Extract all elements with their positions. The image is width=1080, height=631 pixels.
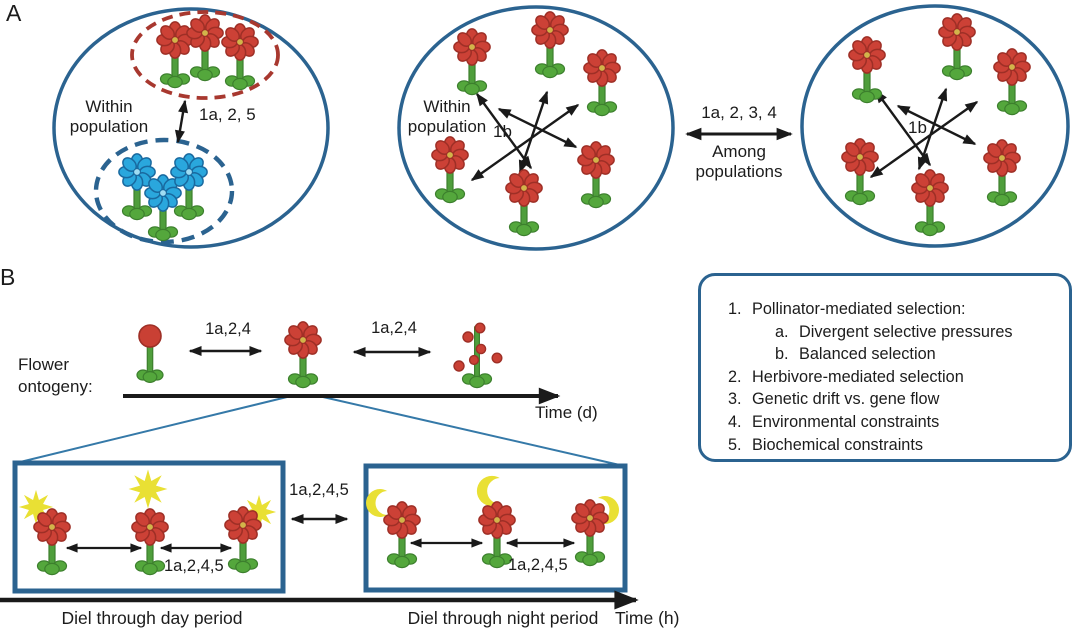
red-flower-icon [584, 50, 620, 116]
night-period-caption: Diel through night period [407, 608, 599, 628]
legend-item-text: Divergent selective pressures [799, 322, 1013, 341]
legend-item: 4. Environmental constraints [728, 411, 1063, 434]
red-flower-icon [842, 139, 878, 205]
time-hours-label: Time (h) [615, 608, 680, 628]
red-flower-icon [578, 142, 614, 208]
selection-code-label: 1b [908, 118, 927, 137]
red-flower-icon [849, 37, 885, 103]
flower-bud-icon [136, 324, 164, 384]
red-flower-icon [506, 170, 542, 236]
legend-item-number: b. [775, 345, 789, 364]
legend-item-text: Biochemical constraints [752, 435, 924, 454]
legend-item-text: Balanced selection [799, 345, 936, 364]
legend-item: 2. Herbivore-mediated selection [728, 366, 1063, 389]
crossing-double-arrows [470, 90, 580, 181]
crossing-double-arrows [869, 87, 979, 178]
red-flower-icon [222, 24, 258, 90]
population-ellipse-1 [52, 7, 330, 249]
red-morph-group-ellipse [130, 10, 280, 100]
flower-ontogeny-label: Flower ontogeny: [18, 355, 93, 397]
population-ellipse-2 [397, 5, 675, 251]
within-population-label-2: Within population [407, 97, 487, 137]
legend-item-number: 3. [728, 390, 742, 409]
red-flower-icon [187, 15, 223, 81]
zoom-connector-line [322, 396, 625, 467]
legend-item: 1. Pollinator-mediated selection: [728, 298, 1063, 321]
legend-item: 3. Genetic drift vs. gene flow [728, 388, 1063, 411]
day-period-box [12, 460, 286, 594]
among-populations-caption: Among populations [695, 142, 783, 182]
legend-item-number: 4. [728, 412, 742, 431]
among-populations-code-label: 1a, 2, 3, 4 [701, 103, 777, 122]
red-flower-icon [432, 137, 468, 203]
legend-item: 5. Biochemical constraints [728, 434, 1063, 457]
red-flower-icon [984, 140, 1020, 206]
within-population-label-1: Within population [69, 97, 149, 137]
panel-b-label: B [0, 264, 16, 290]
legend-item-number: a. [775, 322, 789, 341]
legend-item-text: Environmental constraints [752, 412, 940, 431]
selection-code-label: 1a,2,4,5 [289, 481, 349, 499]
red-flower-icon [454, 29, 490, 95]
selection-code-label: 1a,2,4 [371, 319, 417, 337]
red-flower-icon [912, 170, 948, 236]
sun-icon [128, 469, 168, 509]
night-period-box [363, 463, 628, 593]
panel-a-label: A [6, 0, 22, 26]
legend-item-text: Genetic drift vs. gene flow [752, 390, 940, 409]
selection-code-label: 1a, 2, 5 [199, 105, 256, 124]
legend-item-text: Herbivore-mediated selection [752, 367, 964, 386]
legend-item-number: 5. [728, 435, 742, 454]
legend-box: 1. Pollinator-mediated selection: a. Div… [698, 273, 1072, 462]
zoom-connector-line [15, 396, 288, 464]
legend-item: b. Balanced selection [775, 343, 1063, 366]
time-days-label: Time (d) [535, 403, 598, 422]
legend-item-number: 2. [728, 367, 742, 386]
selection-code-label: 1b [493, 122, 512, 141]
senesced-flower-icon [453, 322, 503, 389]
blue-morph-group-ellipse [93, 137, 235, 245]
legend-item-number: 1. [728, 300, 742, 318]
selection-code-label: 1a,2,4 [205, 320, 251, 338]
day-period-caption: Diel through day period [61, 608, 243, 628]
double-arrow [174, 99, 189, 144]
red-flower-icon [994, 49, 1030, 115]
red-flower-icon [532, 12, 568, 78]
legend-item: a. Divergent selective pressures [775, 321, 1063, 344]
red-flower-icon [939, 14, 975, 80]
red-flower-icon [285, 322, 321, 388]
population-ellipse-3 [800, 4, 1070, 248]
selection-code-label: 1a,2,4,5 [508, 556, 568, 574]
selection-code-label: 1a,2,4,5 [164, 557, 224, 575]
legend-item-text: Pollinator-mediated selection: [752, 300, 966, 318]
